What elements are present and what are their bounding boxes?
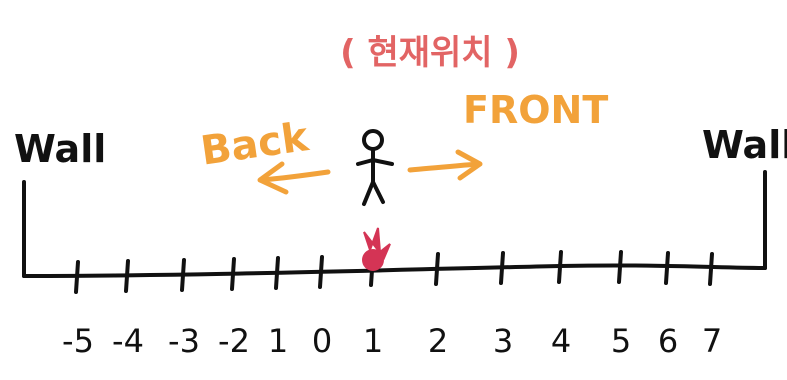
tick-label: 2 [428, 322, 448, 360]
tick-mark [318, 255, 324, 289]
arrow-left-icon [257, 161, 331, 195]
tick-label: 1 [363, 322, 383, 360]
tick-mark [180, 258, 186, 292]
front-label: FRONT [463, 88, 608, 132]
tick-mark [557, 250, 563, 284]
number-line-axis [22, 263, 767, 278]
tick-label: 5 [611, 322, 631, 360]
stick-figure-icon [356, 129, 394, 206]
wall-left-label: Wall [14, 127, 106, 171]
tick-mark [124, 259, 130, 293]
tick-mark [74, 260, 80, 294]
tick-label: -5 [62, 322, 94, 360]
tick-label: 1 [268, 322, 288, 360]
tick-group [74, 250, 714, 294]
tick-label: 7 [702, 322, 722, 360]
tick-label: -4 [112, 322, 144, 360]
tick-label: -3 [168, 322, 200, 360]
tick-mark [499, 251, 505, 285]
tick-label: -2 [218, 322, 250, 360]
tick-mark [617, 250, 623, 284]
current-position-label: ( 현재위치 ) [340, 33, 520, 73]
tick-label: 6 [658, 322, 678, 360]
tick-label: 0 [312, 322, 332, 360]
position-pin-icon [362, 227, 391, 271]
tick-mark [708, 252, 714, 286]
tick-mark [434, 252, 440, 286]
wall-right-label: Wall [702, 123, 787, 167]
tick-label: 4 [551, 322, 571, 360]
tick-label: 3 [493, 322, 513, 360]
back-label: Back [198, 114, 313, 175]
tick-mark [274, 256, 280, 290]
tick-mark [230, 257, 236, 291]
arrow-right-icon [407, 149, 483, 181]
tick-mark [664, 251, 670, 285]
